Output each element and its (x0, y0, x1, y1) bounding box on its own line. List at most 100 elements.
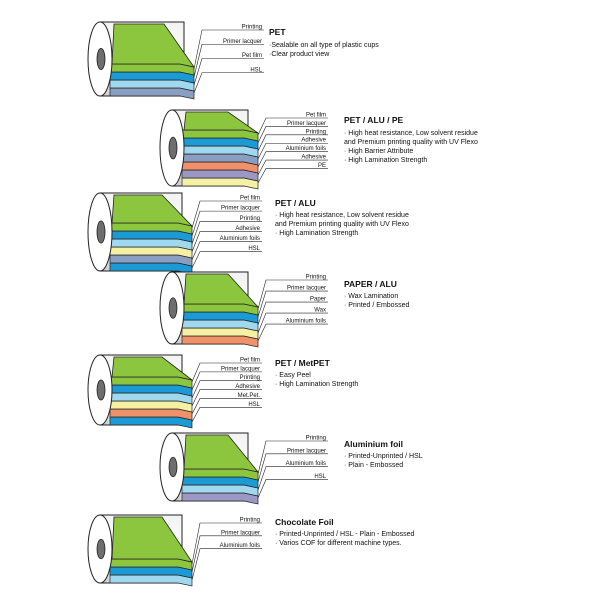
top-sheet-face (183, 273, 260, 308)
layer-band-hsl (109, 87, 195, 100)
roll-core (168, 136, 178, 160)
layer-label: Primer lacquer (287, 286, 326, 292)
leader-line (257, 151, 328, 168)
leader-line (193, 43, 264, 78)
layer-label: HSL (248, 246, 260, 252)
leader-line (257, 440, 328, 475)
layer-band-pe (181, 177, 259, 190)
leader-line (191, 251, 262, 269)
layer-label: Printing (240, 375, 260, 381)
leader-line (257, 466, 328, 491)
layer-label: HSL (250, 67, 262, 73)
leader-line (191, 407, 262, 423)
description-line: · High heat resistance, Low solvent resi… (275, 212, 409, 219)
layer-label: Paper (310, 297, 326, 303)
leader-line (257, 134, 328, 152)
layer-label: Primer lacquer (221, 366, 260, 372)
leader-line (191, 200, 262, 229)
leader-line (257, 290, 328, 318)
layer-band-hsl (109, 416, 193, 429)
diagram-title: Chocolate Foil (275, 517, 334, 527)
leader-line (257, 312, 328, 334)
leader-line (257, 159, 328, 176)
roll-core (96, 220, 106, 244)
layer-label: Adhesive (235, 384, 260, 390)
leader-line (257, 479, 328, 499)
roll-core (96, 379, 106, 401)
layer-label: Aluminium foils (286, 146, 326, 152)
layer-label: HSL (248, 402, 260, 408)
layer-label: Printing (240, 216, 260, 222)
layer-label: Primer lacquer (287, 121, 326, 127)
top-sheet-face (111, 516, 193, 563)
layer-label: Aluminium foils (286, 461, 326, 467)
leader-line (257, 117, 328, 136)
leader-line (191, 371, 262, 391)
description-line: ·Sealable on all type of plastic cups (269, 42, 379, 49)
layer-label: Adhesive (301, 138, 326, 144)
layer-label: Printing (306, 275, 326, 281)
leader-line (191, 380, 262, 399)
layer-label: Adhesive (301, 155, 326, 161)
leader-line (257, 453, 328, 483)
top-sheet-face (183, 111, 259, 134)
description-line: · Varios COF for different machine types… (275, 540, 402, 547)
leader-line (191, 231, 262, 253)
top-sheet-face (111, 356, 193, 381)
description-line: and Premium printing quality with UV Fle… (275, 221, 409, 228)
description-line: · Printed / Embossed (344, 302, 409, 309)
leader-line (191, 241, 262, 261)
description-line: · High Barrier Attribute (344, 148, 413, 155)
leader-line (257, 279, 328, 310)
description-line: · Wax Lamination (344, 293, 398, 300)
leader-line (191, 210, 262, 237)
layer-label: Pet film (240, 358, 260, 364)
leader-line (257, 323, 328, 342)
layer-label: Pet film (306, 113, 326, 119)
layer-label: Printing (242, 25, 262, 31)
top-sheet-face (111, 23, 195, 68)
leader-line (191, 548, 262, 581)
leader-line (193, 29, 264, 70)
layer-label: Primer lacquer (221, 206, 260, 212)
layer-label: Printing (306, 436, 326, 442)
description-line: · Easy Peel (275, 372, 311, 379)
roll-core (168, 456, 178, 478)
description-line: · Printed-Unprinted / HSL (344, 453, 423, 460)
leader-line (193, 58, 264, 86)
leader-line (191, 522, 262, 565)
leader-line (257, 168, 328, 184)
description-line: and Premium printing quality with UV Fle… (344, 139, 478, 146)
layer-band-hsl (181, 492, 259, 505)
layer-label: Printing (306, 129, 326, 135)
description-line: · High heat resistance, Low solvent resi… (344, 130, 478, 137)
leader-line (193, 72, 264, 94)
leader-line (191, 362, 262, 383)
layer-label: Primer lacquer (221, 530, 260, 536)
diagram-title: PET / ALU / PE (344, 115, 404, 125)
diagram-title: PET / ALU (275, 198, 316, 208)
layer-band-aluminium-foils (181, 335, 259, 348)
layer-label: Aluminium foils (286, 319, 326, 325)
description-line: · Printed-Unprinted / HSL - Plain - Embo… (275, 531, 415, 538)
layer-label: Printing (240, 518, 260, 524)
leader-line (257, 301, 328, 326)
layer-label: Primer lacquer (287, 448, 326, 454)
leader-line (191, 220, 262, 245)
description-line: · High Lamination Strength (275, 230, 358, 237)
layer-label: Aluminium foils (220, 543, 260, 549)
layer-label: HSL (314, 474, 326, 480)
leader-line (191, 398, 262, 415)
description-line: · Plain - Embossed (344, 462, 403, 469)
layer-label: Met.Pet. (238, 393, 261, 399)
layer-label: Wax (314, 308, 326, 314)
